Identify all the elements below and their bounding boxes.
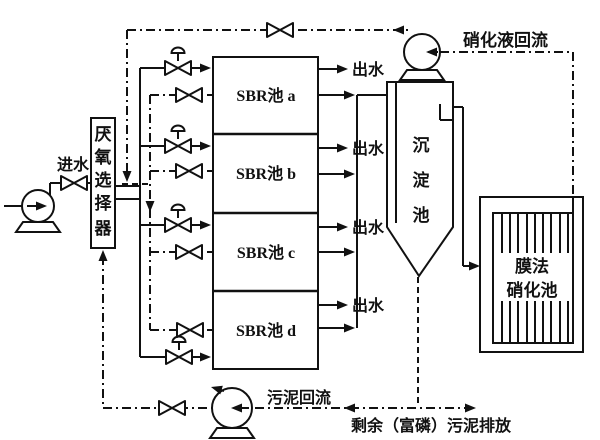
selector-inlet-arrow bbox=[98, 250, 108, 261]
return-valve-b bbox=[175, 163, 203, 179]
excess-discharge-label: 剩余（富磷）污泥排放 bbox=[351, 416, 512, 435]
selector-outlet-channel bbox=[115, 185, 140, 200]
feed-valve-a bbox=[165, 48, 191, 76]
membrane-label-line2: 硝化池 bbox=[507, 280, 558, 300]
membrane-plates-top bbox=[501, 213, 569, 253]
nitrified-return-line bbox=[122, 25, 574, 197]
feed-valve-d bbox=[166, 337, 192, 365]
nitrified-return-pump bbox=[399, 33, 445, 81]
return-valve-a bbox=[175, 87, 203, 103]
tank-d-label: SBR池 d bbox=[236, 321, 296, 340]
selector-char-5: 器 bbox=[94, 219, 113, 238]
sludge-return-pump bbox=[209, 382, 255, 439]
clarifier-char-3: 池 bbox=[413, 205, 430, 225]
clarifier: 沉 淀 池 bbox=[386, 81, 454, 278]
flow-arrow-to-pump bbox=[344, 403, 355, 413]
effluent-label-a: 出水 bbox=[352, 60, 385, 79]
return-valve-c bbox=[175, 244, 203, 260]
sludge-return-valve bbox=[158, 400, 186, 416]
feed-valve-b bbox=[165, 126, 191, 154]
feed-valve-c bbox=[165, 205, 191, 233]
effluent-label-b: 出水 bbox=[352, 139, 385, 158]
clarifier-feed-collector bbox=[318, 90, 396, 333]
tank-b-label: SBR池 b bbox=[236, 164, 296, 183]
clarifier-char-2: 淀 bbox=[413, 170, 431, 190]
selector-char-4: 择 bbox=[95, 193, 113, 213]
effluent-outlets: 出水 出水 出水 出水 bbox=[318, 60, 385, 315]
effluent-label-d: 出水 bbox=[352, 296, 385, 315]
membrane-label-line1: 膜法 bbox=[515, 256, 549, 276]
flow-arrow-down bbox=[122, 171, 132, 182]
effluent-label-c: 出水 bbox=[352, 218, 385, 237]
tank-a-label: SBR池 a bbox=[236, 86, 295, 105]
top-return-valve bbox=[266, 22, 294, 38]
influent-label: 进水 bbox=[57, 155, 90, 174]
clarifier-char-1: 沉 bbox=[413, 135, 430, 155]
flow-arrow-left bbox=[393, 25, 404, 35]
influent-valve bbox=[60, 175, 88, 191]
selector-char-3: 选 bbox=[95, 171, 112, 190]
selector-char-2: 氧 bbox=[94, 147, 112, 167]
tank-c-label: SBR池 c bbox=[237, 243, 295, 262]
discharge-arrow bbox=[465, 403, 476, 413]
membrane-plates-bottom bbox=[501, 301, 569, 343]
return-valve-d bbox=[176, 322, 204, 338]
nitrified-return-label: 硝化液回流 bbox=[463, 30, 548, 50]
sbr-tank-block: SBR池 a SBR池 b SBR池 c SBR池 d bbox=[212, 56, 319, 370]
selector-char-1: 厌 bbox=[95, 125, 112, 144]
influent-pump bbox=[15, 189, 61, 233]
anaerobic-selector: 厌 氧 选 择 器 bbox=[90, 117, 116, 249]
membrane-tank: 膜法 硝化池 bbox=[479, 196, 584, 353]
sludge-return-label: 污泥回流 bbox=[267, 388, 331, 407]
clarifier-effluent-line bbox=[453, 106, 480, 271]
